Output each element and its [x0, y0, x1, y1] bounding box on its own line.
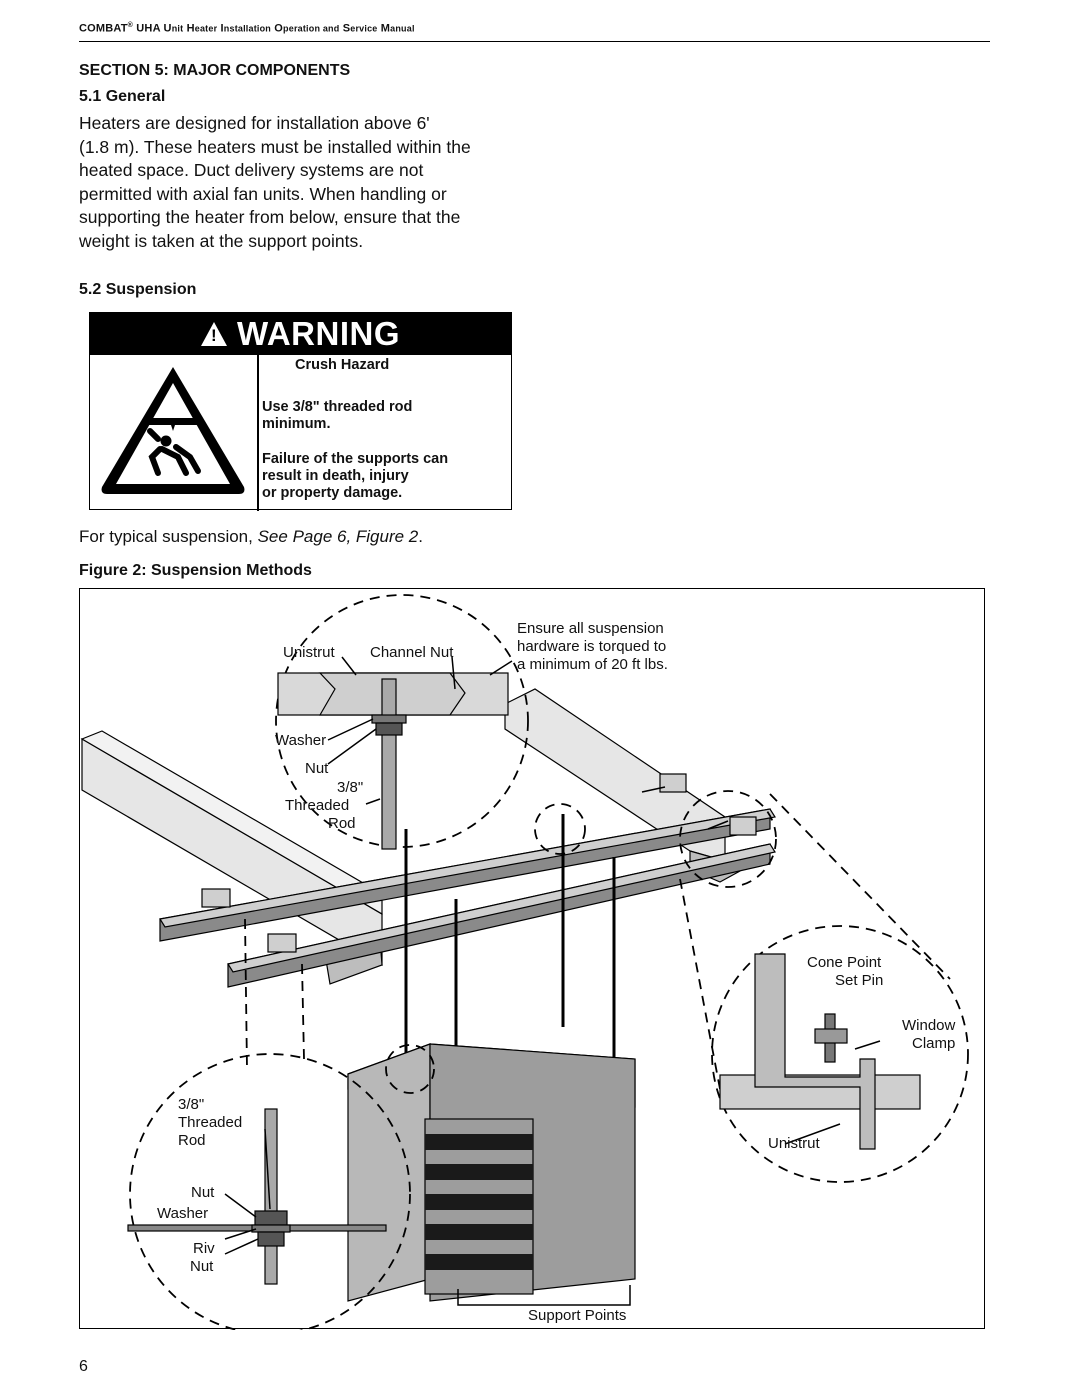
label-riv-1: Riv: [193, 1240, 215, 1257]
warning-triangle-icon: [201, 322, 227, 346]
header-word: anual: [390, 23, 415, 34]
beam-clamp: [729, 816, 757, 836]
label-rod-top-2: Threaded: [285, 797, 349, 814]
label-rod-top-1: 3/8": [337, 779, 363, 796]
warning-failure-line: Failure of the supports can: [262, 451, 449, 467]
header-uha: UHA U: [136, 22, 172, 35]
label-support-points: Support Points: [528, 1307, 626, 1324]
paragraph-line: permitted with axial fan units. When han…: [79, 183, 447, 204]
crush-hazard-icon: [101, 367, 245, 494]
header-word: H: [186, 22, 195, 35]
beam-clamp: [267, 933, 297, 953]
label-unistrut-right: Unistrut: [768, 1135, 821, 1152]
figure-frame: Unistrut Channel Nut Ensure all suspensi…: [79, 588, 985, 1330]
warning-failure-line: or property damage.: [262, 485, 403, 501]
warning-rod-line: Use 3/8" threaded rod: [262, 399, 413, 415]
beam-clamp: [659, 773, 687, 793]
nut-detail-bottom: [254, 1210, 288, 1226]
warning-hazard: Crush Hazard: [295, 357, 390, 373]
label-riv-2: Nut: [190, 1258, 214, 1275]
header-word: M: [380, 22, 391, 35]
suspension-diagram: Unistrut Channel Nut Ensure all suspensi…: [80, 594, 969, 1330]
label-rod-bot-1: 3/8": [178, 1096, 204, 1113]
indicator-circle: [534, 803, 586, 855]
heater-side: [347, 1043, 431, 1302]
suspension-heading: 5.2 Suspension: [79, 281, 197, 298]
manual-header: COMBAT® UHA Unit Heater Installation Ope…: [79, 22, 415, 35]
figure-reference: For typical suspension, See Page 6, Figu…: [79, 527, 423, 547]
nut-detail: [375, 722, 403, 736]
page-number: 6: [79, 1358, 88, 1375]
header-reg: ®: [127, 22, 134, 29]
label-cone-1: Cone Point: [807, 954, 882, 971]
paragraph-line: weight is taken at the support points.: [79, 230, 364, 251]
label-nut-bot: Nut: [191, 1184, 215, 1201]
figure-reference-prefix: For typical suspension,: [79, 527, 258, 546]
header-word: peration and: [283, 23, 340, 34]
header-word: nstallation: [223, 23, 272, 34]
general-paragraph: Heaters are designed for installation ab…: [79, 112, 519, 253]
indicator-circle: [679, 790, 777, 888]
warning-divider: [257, 355, 259, 511]
figure-reference-suffix: .: [418, 527, 423, 546]
label-window-1: Window: [902, 1017, 956, 1034]
header-word: ervice: [350, 23, 378, 34]
warning-banner: WARNING: [90, 313, 511, 355]
beam-clamp: [201, 888, 231, 908]
threaded-rod-detail-bottom: [264, 1108, 278, 1285]
paragraph-line: Heaters are designed for installation ab…: [79, 113, 430, 133]
paragraph-line: supporting the heater from below, ensure…: [79, 207, 461, 227]
label-unistrut-top: Unistrut: [283, 644, 336, 661]
label-washer-top: Washer: [275, 732, 326, 749]
detail-circle-top: [275, 594, 529, 848]
header-brand: COMBAT: [79, 22, 128, 35]
warning-rod-line: minimum.: [262, 416, 331, 432]
header-word: S: [342, 22, 351, 35]
label-rod-bot-3: Rod: [178, 1132, 206, 1149]
label-window-2: Clamp: [912, 1035, 955, 1052]
detail-circle-right: [711, 925, 969, 1183]
washer-detail-bottom: [251, 1224, 291, 1233]
paragraph-line: heated space. Duct delivery systems are …: [79, 160, 424, 180]
label-channel-nut: Channel Nut: [370, 644, 454, 661]
indicator-circle: [385, 1044, 435, 1094]
detail-circle-bottom: [129, 1053, 411, 1330]
label-ensure-1: Ensure all suspension: [517, 620, 664, 637]
heater-louvers: [425, 1134, 533, 1270]
label-ensure-2: hardware is torqued to: [517, 638, 666, 655]
threaded-rod-detail: [381, 678, 397, 850]
label-nut-top: Nut: [305, 760, 329, 777]
general-heading: 5.1 General: [79, 88, 166, 105]
header-rule: [79, 41, 990, 42]
section-title: SECTION 5: MAJOR COMPONENTS: [79, 62, 351, 79]
warning-word: WARNING: [237, 315, 400, 352]
label-rod-bot-2: Threaded: [178, 1114, 242, 1131]
warning-failure-line: result in death, injury: [262, 468, 409, 484]
paragraph-line: (1.8 m). These heaters must be installed…: [79, 136, 471, 157]
window-clamp: [754, 953, 876, 1150]
label-ensure-3: a minimum of 20 ft lbs.: [517, 656, 668, 673]
header-word: I: [220, 22, 224, 35]
figure-title: Figure 2: Suspension Methods: [79, 562, 312, 579]
washer-detail: [371, 714, 407, 724]
header-word: eater: [194, 23, 218, 34]
label-cone-2: Set Pin: [835, 972, 883, 989]
warning-box: WARNING Crush Hazard Use 3/8" threaded r…: [89, 312, 512, 511]
label-washer-bot: Washer: [157, 1205, 208, 1222]
figure-reference-link[interactable]: See Page 6, Figure 2: [257, 527, 419, 546]
header-word: nit: [171, 23, 184, 34]
label-rod-top-3: Rod: [328, 815, 356, 832]
riv-nut-detail: [257, 1231, 285, 1247]
header-word: O: [274, 22, 284, 35]
i-beam-left: [81, 737, 383, 967]
